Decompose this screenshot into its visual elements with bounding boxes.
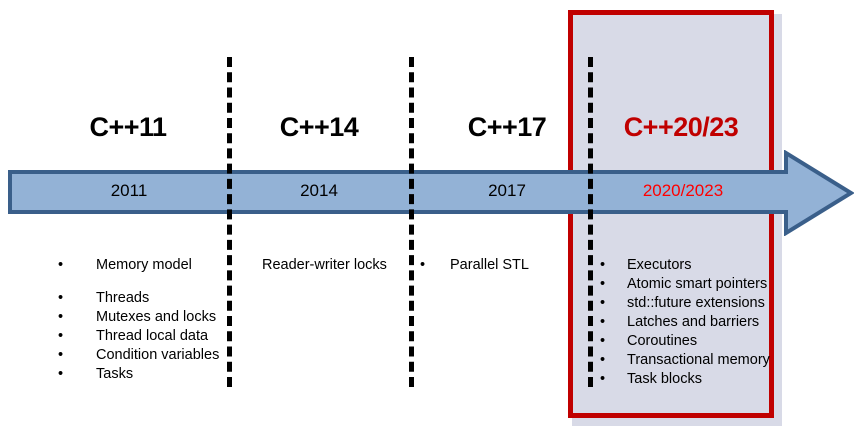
era-year-2011: 2011 <box>110 181 148 200</box>
list-item-label: Task blocks <box>627 371 702 387</box>
list-item: • Condition variables <box>58 346 219 365</box>
bullet-icon: • <box>58 347 64 363</box>
bullet-icon: • <box>58 257 64 273</box>
era-year-2020-2023: 2020/2023 <box>642 181 724 200</box>
list-item-label: Parallel STL <box>450 257 529 273</box>
list-item: • std::future extensions <box>600 294 770 313</box>
list-item-label: Tasks <box>96 366 134 382</box>
highlight-box-shadow <box>572 14 782 426</box>
era-title-cpp11: C++11 <box>89 112 167 142</box>
timeline-arrow <box>8 150 854 236</box>
era-year-2014: 2014 <box>300 181 338 200</box>
list-item: • Memory model <box>58 256 219 275</box>
list-item-label: std::future extensions <box>627 295 765 311</box>
bullet-icon: • <box>600 371 606 387</box>
feature-list-cpp17: • Parallel STL <box>420 256 529 275</box>
feature-list-cpp11: • Memory model • Threads • Mutexes and l… <box>58 256 219 384</box>
bullet-icon: • <box>58 290 64 306</box>
feature-list-cpp14: Reader-writer locks <box>240 256 387 275</box>
bullet-icon: • <box>600 257 606 273</box>
list-item-label: Executors <box>627 257 692 273</box>
era-year-2017: 2017 <box>488 181 526 200</box>
list-item-label: Threads <box>96 290 150 306</box>
bullet-icon: • <box>600 333 606 349</box>
feature-list-cpp2023: • Executors • Atomic smart pointers • st… <box>600 256 770 389</box>
list-item: • Threads <box>58 289 219 308</box>
divider-2014-2017 <box>409 57 414 387</box>
list-item: • Atomic smart pointers <box>600 275 770 294</box>
list-item: • Thread local data <box>58 327 219 346</box>
list-item: • Mutexes and locks <box>58 308 219 327</box>
bullet-icon: • <box>600 276 606 292</box>
list-item-label: Atomic smart pointers <box>627 276 768 292</box>
list-item: • Coroutines <box>600 332 770 351</box>
era-title-cpp14: C++14 <box>279 112 359 142</box>
list-item-label: Latches and barriers <box>627 314 760 330</box>
list-item: • Task blocks <box>600 370 770 389</box>
list-item-label: Mutexes and locks <box>96 309 217 325</box>
list-item: • Executors <box>600 256 770 275</box>
divider-2011-2014 <box>227 57 232 387</box>
list-item-label: Transactional memory <box>627 352 770 368</box>
list-item-label: Memory model <box>96 257 192 273</box>
list-item: • Parallel STL <box>420 256 529 275</box>
bullet-icon: • <box>600 295 606 311</box>
bullet-icon: • <box>600 314 606 330</box>
bullet-icon: • <box>600 352 606 368</box>
list-item-label: Condition variables <box>96 347 220 363</box>
list-item-label: Coroutines <box>627 333 698 349</box>
era-title-cpp17: C++17 <box>467 112 547 142</box>
list-item: • Latches and barriers <box>600 313 770 332</box>
era-title-cpp2023: C++20/23 <box>623 112 739 142</box>
bullet-icon: • <box>420 257 426 273</box>
divider-2017-2020 <box>588 57 593 387</box>
list-item: • Tasks <box>58 365 219 384</box>
bullet-icon: • <box>58 328 64 344</box>
list-item-label: Thread local data <box>96 328 209 344</box>
bullet-icon: • <box>58 366 64 382</box>
bullet-icon: • <box>58 309 64 325</box>
list-item: Reader-writer locks <box>240 256 387 275</box>
list-item-label: Reader-writer locks <box>262 257 387 273</box>
list-item: • Transactional memory <box>600 351 770 370</box>
